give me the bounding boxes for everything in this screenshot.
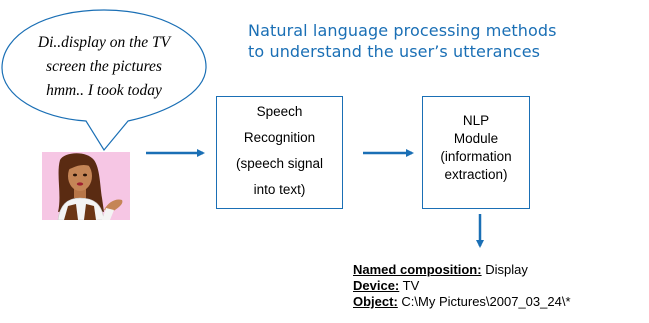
result-object-key: Object:	[353, 294, 398, 309]
nlp-module-box: NLP Module (information extraction)	[422, 96, 530, 209]
result-device-value: TV	[399, 278, 420, 293]
nlp-module-line-1: NLP	[462, 113, 490, 128]
speech-bubble-line-1: Di..display on the TV	[37, 34, 171, 51]
speech-recognition-line-2: Recognition	[243, 130, 316, 145]
nlp-module-line-2: Module	[453, 131, 499, 146]
speech-bubble-shape	[1, 9, 207, 152]
speech-recognition-line-1: Speech	[256, 104, 303, 119]
result-named-composition: Named composition: Display	[353, 262, 571, 278]
nlp-module-line-4: extraction)	[444, 167, 508, 182]
result-named-composition-value: Display	[481, 262, 528, 277]
result-device-key: Device:	[353, 278, 400, 293]
result-object-value: C:\My Pictures\2007_03_24\*	[397, 294, 571, 309]
result-named-composition-key: Named composition:	[353, 262, 482, 277]
diagram-title-line-2: to understand the user’s utterances	[248, 42, 541, 61]
woman-speaking-icon	[42, 152, 130, 220]
result-device: Device: TV	[353, 278, 571, 294]
speech-bubble-line-3: hmm.. I took today	[46, 82, 162, 99]
diagram-title-line-1: Natural language processing methods	[248, 21, 557, 40]
speech-recognition-line-3: (speech signal	[235, 156, 324, 171]
speech-bubble-line-2: screen the pictures	[46, 58, 162, 75]
speech-recognition-box: Speech Recognition (speech signal into t…	[216, 96, 343, 209]
extraction-result: Named composition: Display Device: TV Ob…	[353, 262, 571, 310]
speech-recognition-line-4: into text)	[253, 182, 306, 197]
result-object: Object: C:\My Pictures\2007_03_24\*	[353, 294, 571, 310]
nlp-module-line-3: (information	[440, 149, 512, 164]
